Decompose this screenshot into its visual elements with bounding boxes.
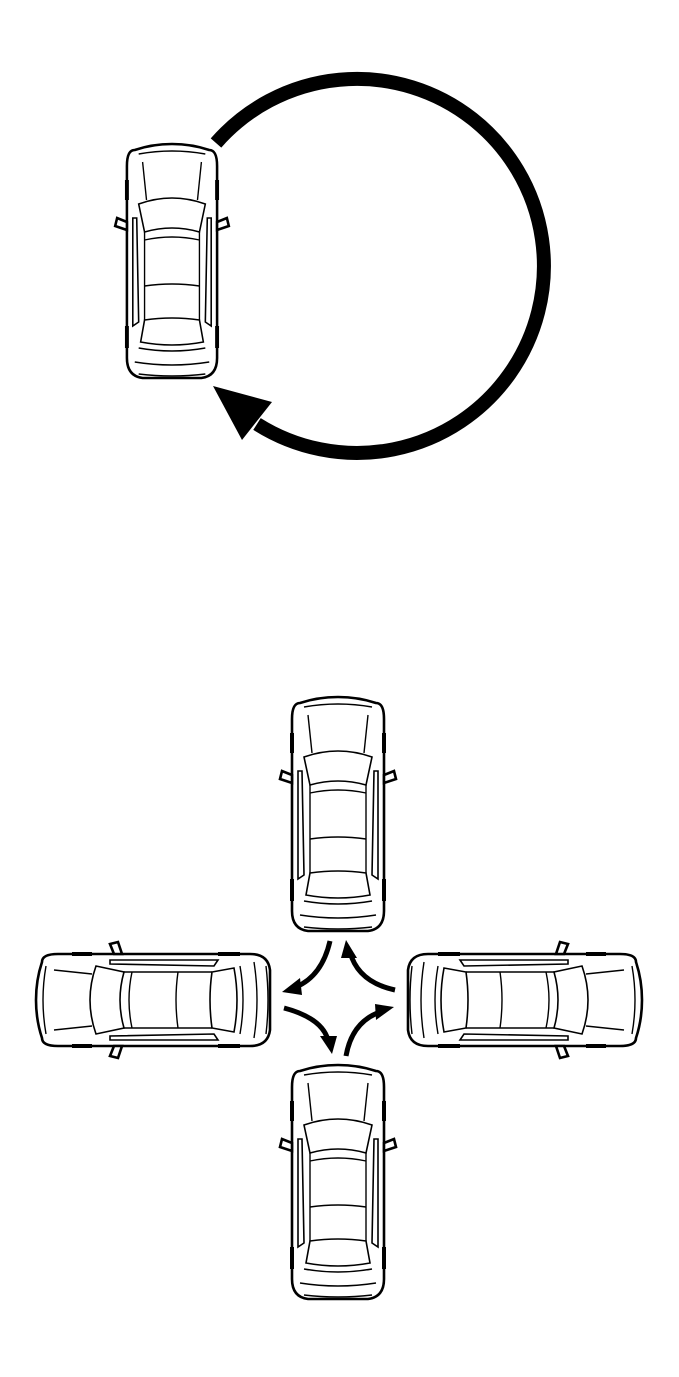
car-right: [406, 940, 644, 1060]
arrow-top-to-left: [282, 940, 333, 995]
circle-maneuver-panel: [113, 71, 551, 460]
intersection-maneuver-panel: [34, 695, 644, 1301]
arrow-left-to-bottom: [283, 1005, 337, 1054]
car-top: [278, 695, 398, 933]
circular-arrow-arc: [210, 71, 551, 460]
arrow-bottom-to-right: [343, 1004, 394, 1057]
car-circle-north: [113, 142, 231, 380]
car-left: [34, 940, 272, 1060]
car-bottom: [278, 1063, 398, 1301]
circular-arrow-head: [213, 386, 272, 440]
arrow-right-to-top: [341, 940, 396, 993]
